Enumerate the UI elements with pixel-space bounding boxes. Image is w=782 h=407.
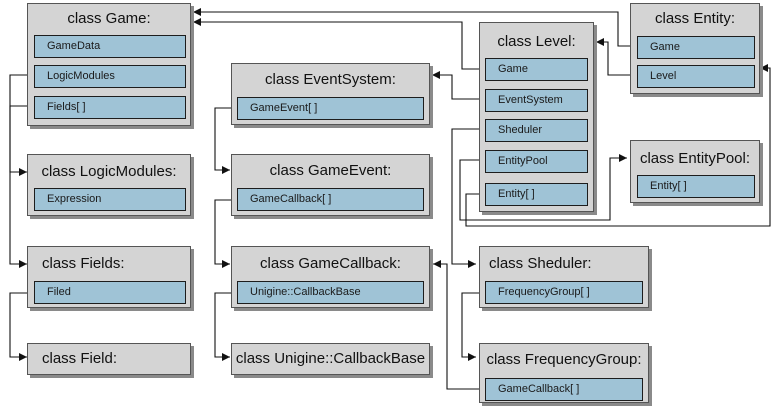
connector-level-game: [193, 18, 485, 70]
class-gamecallback-title: class GameCallback:: [260, 255, 401, 272]
class-entity-title: class Entity:: [654, 10, 736, 27]
class-eventsystem-field-gameevent: GameEvent[ ]: [237, 97, 424, 120]
class-frequencygroup-title: class FrequencyGroup:: [486, 351, 642, 368]
class-frequencygroup-field-gamecallback: GameCallback[ ]: [485, 378, 643, 401]
class-game-field-gamedata: GameData: [34, 35, 186, 58]
class-entity-field-level: Level: [637, 65, 755, 88]
class-field-box: class Field:: [27, 343, 191, 375]
class-frequencygroup-box: class FrequencyGroup: GameCallback[ ]: [479, 343, 649, 403]
class-level-field-eventsystem: EventSystem: [485, 89, 588, 112]
class-gameevent-box: class GameEvent: GameCallback[ ]: [231, 154, 430, 216]
class-fields-field-filed: Filed: [34, 281, 186, 304]
connector-frequencygroup-gamecallback: [433, 260, 485, 390]
class-game-box: class Game: GameData LogicModules Fields…: [27, 3, 191, 126]
class-gameevent-field-gamecallback: GameCallback[ ]: [237, 188, 424, 211]
class-entitypool-box: class EntityPool: Entity[ ]: [630, 140, 760, 203]
class-gamecallback-field-callbackbase: Unigine::CallbackBase: [237, 281, 424, 304]
class-field-title: class Field:: [42, 350, 118, 367]
class-entity-field-game: Game: [637, 36, 755, 59]
connector-level-eventsystem: [432, 71, 485, 100]
class-logicmodules-title: class LogicModules:: [41, 163, 177, 180]
class-entitypool-title: class EntityPool:: [639, 150, 751, 167]
class-game-title: class Game:: [67, 10, 151, 27]
class-logicmodules-field-expression: Expression: [34, 188, 186, 211]
class-level-field-sheduler: Sheduler: [485, 119, 588, 142]
class-level-field-entitypool: EntityPool: [485, 150, 588, 173]
class-fields-title: class Fields:: [42, 255, 125, 272]
class-sheduler-title: class Sheduler:: [489, 255, 592, 272]
class-sheduler-field-frequencygroup: FrequencyGroup[ ]: [485, 281, 643, 304]
class-eventsystem-box: class EventSystem: GameEvent[ ]: [231, 63, 430, 125]
class-level-field-game: Game: [485, 58, 588, 81]
class-level-title: class Level:: [497, 33, 576, 50]
class-fields-box: class Fields: Filed: [27, 246, 191, 308]
class-gamecallback-box: class GameCallback: Unigine::CallbackBas…: [231, 246, 430, 308]
class-logicmodules-box: class LogicModules: Expression: [27, 154, 191, 216]
class-game-field-logicmodules: LogicModules: [34, 65, 186, 88]
class-game-field-fields: Fields[ ]: [34, 96, 186, 119]
class-entitypool-field-entity: Entity[ ]: [637, 175, 755, 198]
class-level-field-entity: Entity[ ]: [485, 183, 588, 206]
class-level-box: class Level: Game EventSystem Sheduler E…: [479, 22, 594, 212]
class-eventsystem-title: class EventSystem:: [265, 71, 396, 88]
class-entity-box: class Entity: Game Level: [630, 3, 760, 94]
class-gameevent-title: class GameEvent:: [269, 162, 392, 179]
class-callbackbase-title: class Unigine::CallbackBase: [235, 350, 426, 367]
class-callbackbase-box: class Unigine::CallbackBase: [231, 343, 430, 375]
class-sheduler-box: class Sheduler: FrequencyGroup[ ]: [479, 246, 649, 308]
